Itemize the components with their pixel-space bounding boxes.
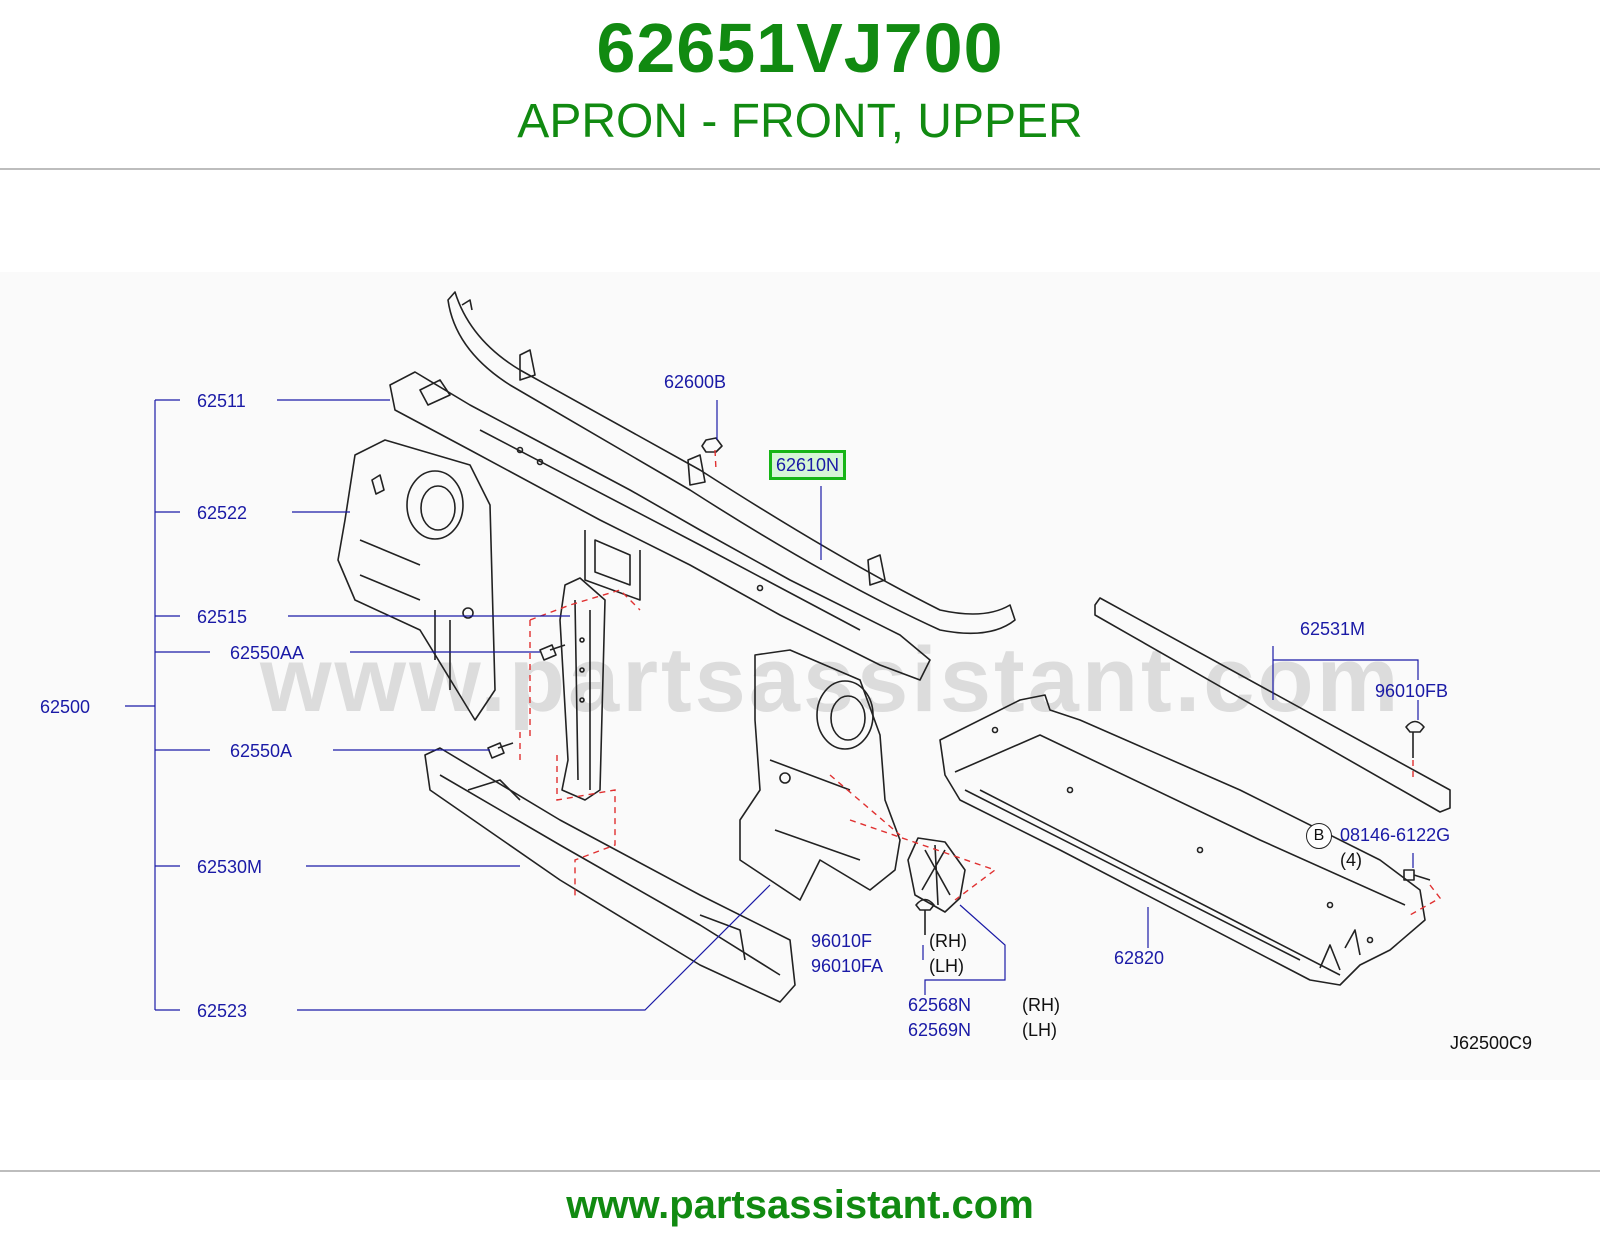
callout-96010FB[interactable]: 96010FB [1375, 681, 1449, 701]
side-note-lh-bracket: (LH) [1022, 1020, 1057, 1040]
seal-strip [1094, 597, 1451, 813]
callout-62523[interactable]: 62523 [197, 1001, 248, 1021]
part-name-subtitle: APRON - FRONT, UPPER [517, 95, 1083, 148]
callout-96010F[interactable]: 96010F [811, 931, 873, 951]
fasteners [487, 437, 1431, 935]
callout-96010FA[interactable]: 96010FA [811, 956, 884, 976]
page-header: 62651VJ700 APRON - FRONT, UPPER [0, 0, 1600, 168]
footer-divider [0, 1170, 1600, 1172]
callout-62550A[interactable]: 62550A [230, 741, 293, 761]
callout-62820[interactable]: 62820 [1114, 948, 1165, 968]
part-number-title: 62651VJ700 [596, 9, 1004, 87]
callout-62530M[interactable]: 62530M [197, 857, 263, 877]
callout-62600B[interactable]: 62600B [664, 372, 727, 392]
callout-62522[interactable]: 62522 [197, 503, 248, 523]
side-note-rh-clip: (RH) [929, 931, 967, 951]
callout-62568N[interactable]: 62568N [908, 995, 972, 1015]
callout-62550AA[interactable]: 62550AA [230, 643, 305, 663]
diagram-code: J62500C9 [1450, 1033, 1533, 1053]
side-note-lh-clip: (LH) [929, 956, 964, 976]
side-note-rh-bracket: (RH) [1022, 995, 1060, 1015]
quantity-note: (4) [1340, 850, 1362, 870]
reference-badge-b: B [1306, 823, 1332, 849]
callout-62610N-highlighted[interactable]: 62610N [769, 450, 847, 480]
footer-website-link[interactable]: www.partsassistant.com [566, 1183, 1034, 1227]
callout-62569N[interactable]: 62569N [908, 1020, 972, 1040]
leader-lines [125, 399, 1419, 1011]
bracket-plate [907, 837, 966, 913]
diagram-background [0, 272, 1600, 1080]
right-side-panel [739, 649, 901, 901]
lower-support [424, 747, 796, 1003]
upper-support [389, 371, 931, 681]
upper-reinforcement-bar [447, 291, 1016, 635]
hood-lock-stay [559, 577, 606, 801]
callout-62500[interactable]: 62500 [40, 697, 91, 717]
alignment-dashes [519, 449, 1442, 916]
engine-undercover [939, 694, 1426, 986]
callout-62515[interactable]: 62515 [197, 607, 248, 627]
left-side-panel [337, 439, 496, 721]
header-divider [0, 168, 1600, 170]
callout-62531M[interactable]: 62531M [1300, 619, 1366, 639]
callout-62511[interactable]: 62511 [197, 391, 246, 411]
callout-08146-6122G[interactable]: 08146-6122G [1340, 825, 1451, 845]
